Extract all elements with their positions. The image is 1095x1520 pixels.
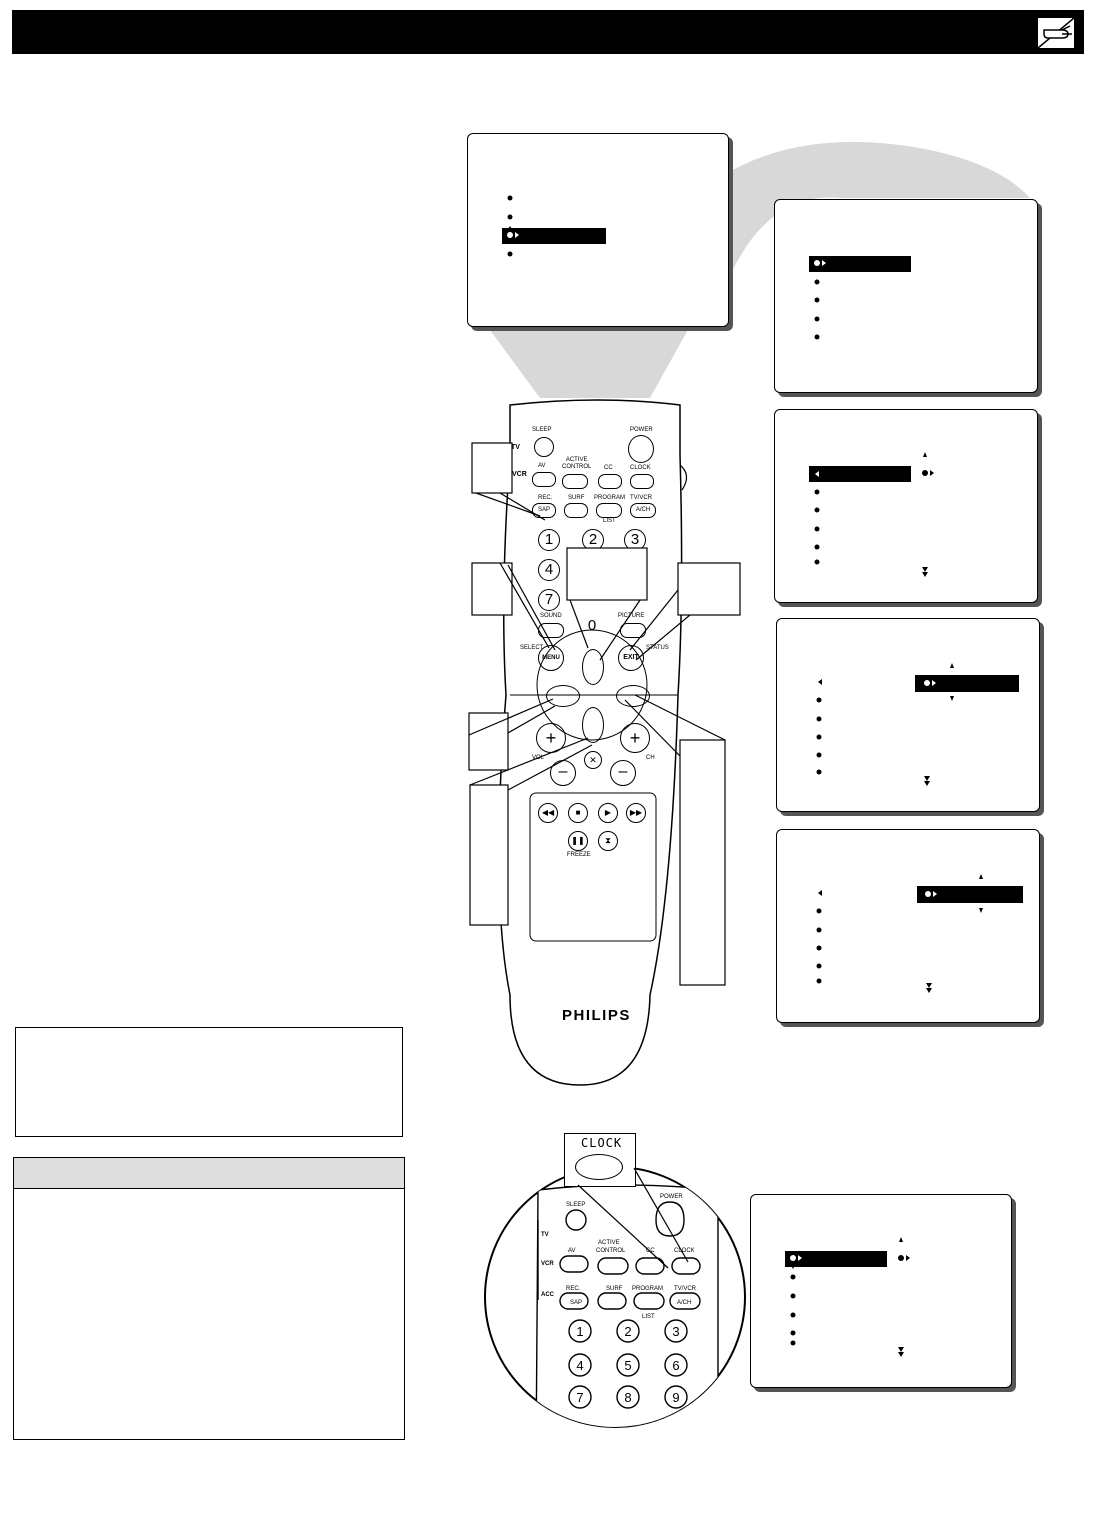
- power-label: POWER: [630, 427, 653, 433]
- rec-label: REC.: [538, 495, 553, 501]
- exit-button[interactable]: EXIT: [618, 645, 644, 671]
- svg-text:POWER: POWER: [660, 1194, 683, 1200]
- select-label: SELECT: [520, 645, 544, 651]
- clock-button-enlarged[interactable]: [575, 1154, 623, 1180]
- fast-forward-button[interactable]: ▶▶: [626, 803, 646, 823]
- svg-text:TV: TV: [541, 1232, 549, 1238]
- brand-logo: PHILIPS: [562, 1007, 631, 1024]
- note-box: [15, 1027, 403, 1137]
- menu-screen-features: [774, 199, 1038, 393]
- clock-callout-label: CLOCK: [581, 1136, 623, 1150]
- picture-label: PICTURE: [618, 613, 645, 619]
- tip-box: [13, 1157, 405, 1440]
- sleep-label: SLEEP: [532, 427, 552, 433]
- svg-text:VCR: VCR: [541, 1261, 554, 1267]
- clock-button[interactable]: [630, 474, 654, 489]
- ch-label: CH: [646, 755, 655, 761]
- list-label: LIST: [603, 518, 616, 524]
- svg-text:TV/VCR: TV/VCR: [674, 1286, 697, 1292]
- clock-callout: CLOCK: [564, 1133, 636, 1187]
- surf-button[interactable]: [564, 503, 588, 518]
- clock-label: CLOCK: [630, 465, 651, 471]
- svg-text:SLEEP: SLEEP: [566, 1202, 585, 1208]
- svg-text:A/CH: A/CH: [677, 1300, 691, 1306]
- cursor-left-button[interactable]: [546, 685, 580, 707]
- channel-up-button[interactable]: +: [620, 723, 650, 753]
- surf-label: SURF: [568, 495, 585, 501]
- pointing-hand-icon: [1036, 16, 1076, 50]
- record-button[interactable]: ⧗: [598, 831, 618, 851]
- menu-screen-clock-direct: [750, 1194, 1012, 1388]
- freeze-label: FREEZE: [567, 852, 591, 858]
- rewind-button[interactable]: ◀◀: [538, 803, 558, 823]
- svg-text:CONTROL: CONTROL: [596, 1248, 626, 1254]
- cursor-right-button[interactable]: [616, 685, 650, 707]
- channel-down-button[interactable]: –: [610, 760, 636, 786]
- svg-text:1: 1: [576, 1324, 583, 1339]
- tvvcr-label: TV/VCR: [630, 495, 653, 501]
- tip-box-header: [14, 1158, 404, 1189]
- svg-text:4: 4: [576, 1358, 583, 1373]
- program-label: PROGRAM: [594, 495, 626, 501]
- sap-button[interactable]: SAP: [532, 503, 556, 518]
- digit-0-button[interactable]: 0: [587, 617, 597, 634]
- svg-text:ACC: ACC: [541, 1292, 555, 1298]
- menu-screen-main: [467, 133, 729, 327]
- svg-text:SURF: SURF: [606, 1286, 623, 1292]
- projection-beam: [487, 326, 690, 398]
- sound-label: SOUND: [540, 613, 562, 619]
- menu-screen-clock: [774, 409, 1038, 603]
- ach-button[interactable]: A/CH: [630, 503, 656, 518]
- svg-text:8: 8: [624, 1390, 631, 1405]
- remote-buttons-layer: TV VCR SLEEP POWER AV ACTIVE CONTROL CC …: [450, 395, 750, 1095]
- svg-text:AV: AV: [568, 1248, 576, 1254]
- svg-text:6: 6: [672, 1358, 679, 1373]
- zoom-circle: 1 2 3 4 5 6 7 8 9 SLEEP POWER AV ACTIVE CONTROL C…: [484, 1166, 746, 1428]
- svg-text:REC.: REC.: [566, 1286, 581, 1292]
- cc-button[interactable]: [598, 474, 622, 489]
- svg-text:CC: CC: [646, 1248, 655, 1254]
- active-control-button[interactable]: [562, 474, 588, 489]
- sleep-button[interactable]: [534, 437, 554, 457]
- svg-text:7: 7: [576, 1390, 583, 1405]
- mode-label-tv: TV: [511, 444, 520, 451]
- play-button[interactable]: ▶: [598, 803, 618, 823]
- curved-arrow-shape: [690, 141, 1030, 300]
- menu-button[interactable]: MENU: [538, 645, 564, 671]
- stop-button[interactable]: ■: [568, 803, 588, 823]
- digit-1-button[interactable]: 1: [538, 529, 560, 551]
- mode-label-vcr: VCR: [512, 471, 527, 478]
- pause-button[interactable]: ❚❚: [568, 831, 588, 851]
- menu-screen-clock-set-2: [776, 829, 1040, 1023]
- program-list-button[interactable]: [596, 503, 622, 518]
- active-control-label: ACTIVE CONTROL: [562, 457, 592, 470]
- power-button[interactable]: [628, 435, 654, 463]
- av-label: AV: [538, 463, 546, 469]
- svg-text:CLOCK: CLOCK: [674, 1248, 695, 1254]
- svg-text:9: 9: [672, 1390, 679, 1405]
- cc-label: CC: [604, 465, 613, 471]
- status-label: STATUS: [646, 645, 669, 651]
- svg-text:5: 5: [624, 1358, 631, 1373]
- cursor-down-button[interactable]: [582, 707, 604, 743]
- svg-text:2: 2: [624, 1324, 631, 1339]
- header-bar: [12, 10, 1084, 54]
- mute-icon[interactable]: ✕: [584, 751, 602, 769]
- digit-7-button[interactable]: 7: [538, 589, 560, 611]
- menu-screen-clock-set: [776, 618, 1040, 812]
- svg-text:ACTIVE: ACTIVE: [598, 1240, 620, 1246]
- svg-text:LIST: LIST: [642, 1314, 655, 1320]
- av-button[interactable]: [532, 472, 556, 487]
- svg-text:SAP: SAP: [570, 1300, 582, 1306]
- svg-text:3: 3: [672, 1324, 679, 1339]
- digit-4-button[interactable]: 4: [538, 559, 560, 581]
- cursor-up-button[interactable]: [582, 649, 604, 685]
- svg-text:PROGRAM: PROGRAM: [632, 1286, 663, 1292]
